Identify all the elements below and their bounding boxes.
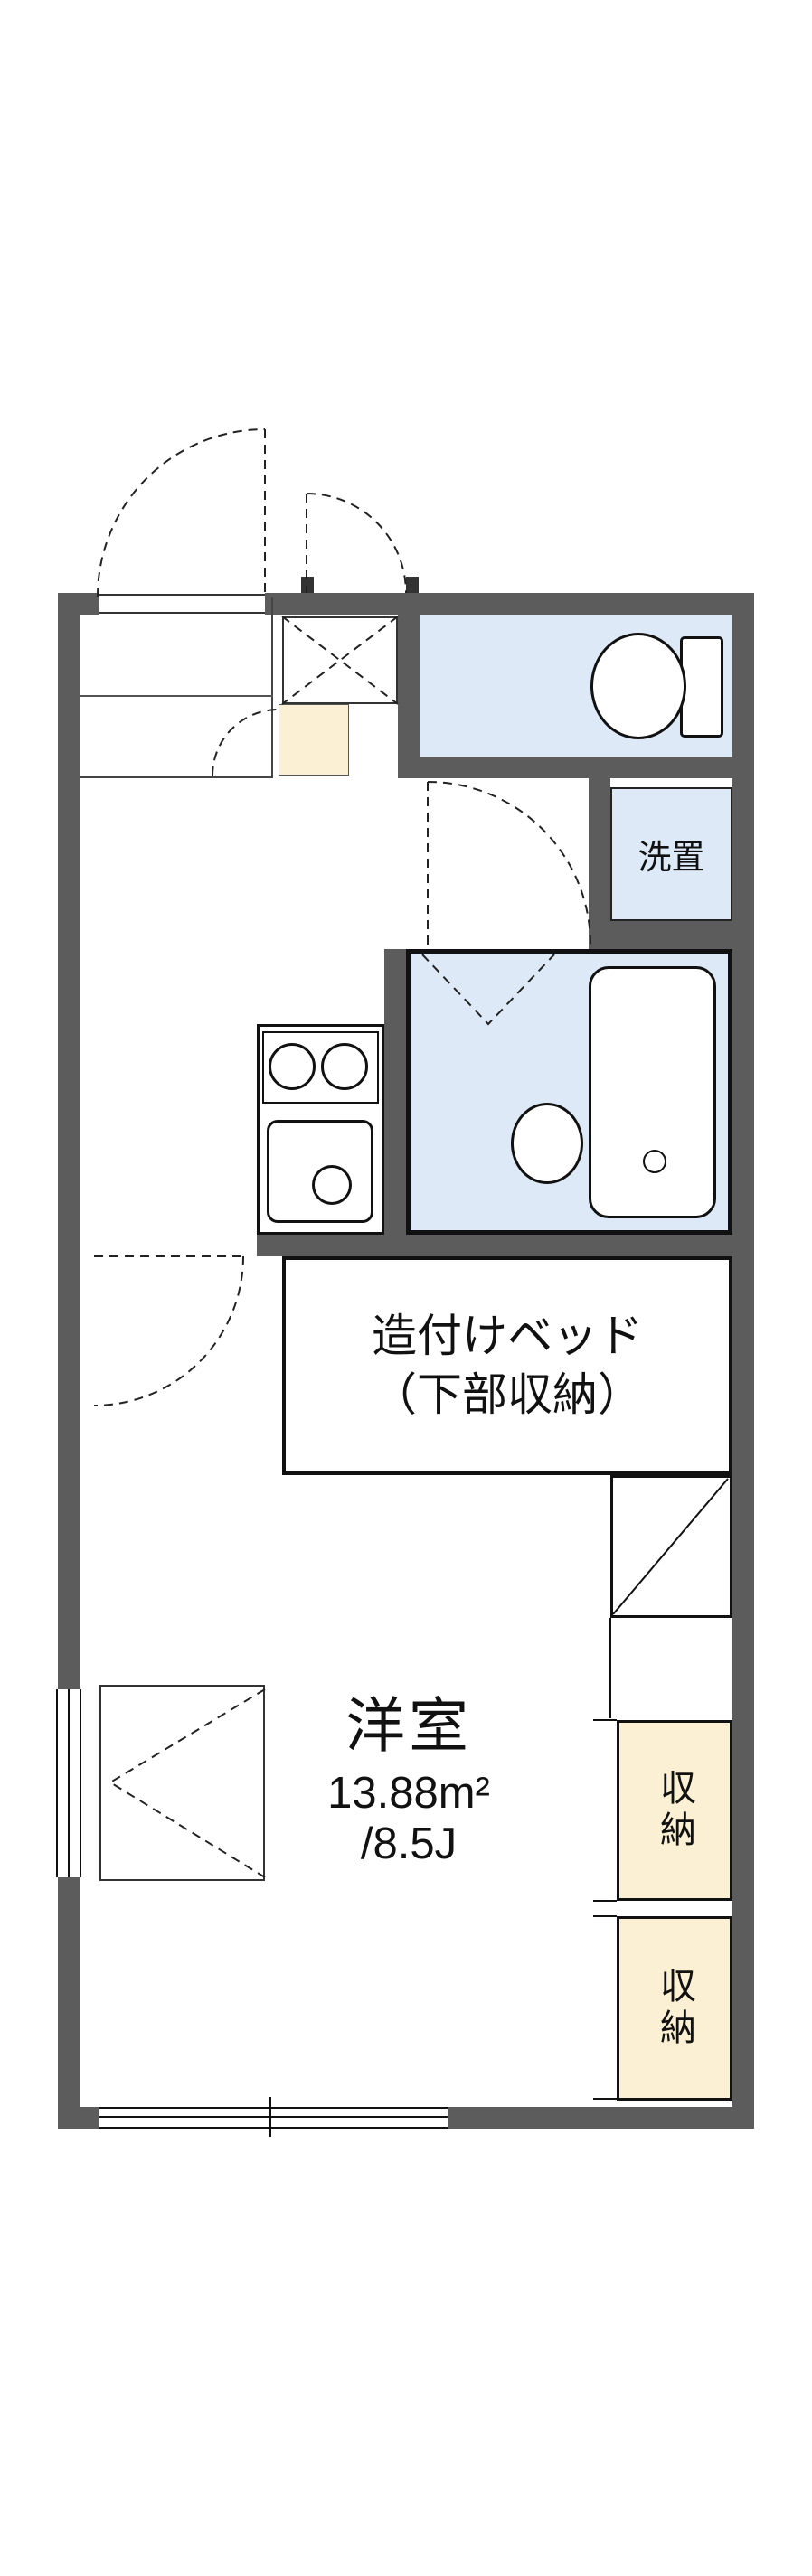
stove-burner-left [269, 1043, 316, 1090]
storage-lower-label: 収納 [655, 1967, 694, 2050]
bathtub-icon [589, 966, 716, 1218]
built-in-bed: 造付けベッド （下部収納） [282, 1256, 732, 1475]
shoe-closet [282, 616, 398, 704]
porch-jamb-left [301, 577, 314, 593]
storage-upper-label: 収納 [655, 1769, 694, 1852]
room-door-arc [93, 1255, 244, 1406]
entry-door-arc [97, 428, 266, 597]
sink-drain [312, 1165, 352, 1205]
storage-upper: 収納 [617, 1720, 732, 1901]
porch-door-arc [306, 493, 407, 594]
outer-wall-top [265, 593, 754, 615]
window-left-midline [68, 1689, 70, 1877]
window-bottom-midline [99, 2116, 448, 2118]
washer-label: 洗置 [637, 839, 705, 876]
washbasin-icon [511, 1103, 583, 1184]
storage-lower: 収納 [617, 1916, 732, 2101]
room-area-label: 13.88m² [327, 1769, 490, 1818]
washer-area [610, 787, 732, 921]
bathtub-drain [643, 1150, 666, 1173]
porch-jamb-right [406, 577, 419, 593]
outer-wall-left [58, 593, 80, 2129]
bathroom-door-arc [427, 781, 591, 945]
outer-wall-right [732, 593, 754, 2129]
entry-area [80, 597, 273, 778]
wall-above-bed [257, 1235, 754, 1256]
wall-below-toilet [398, 757, 754, 778]
wall-kitchen-bath-divider [384, 949, 406, 1256]
main-room-labels: 洋室 13.88m² /8.5J [137, 1678, 680, 1869]
entry-step-edge [80, 695, 273, 697]
window-bottom [99, 2107, 448, 2129]
room-name-label: 洋室 [345, 1692, 472, 1759]
toilet-bowl [590, 633, 686, 739]
stove-icon [262, 1031, 379, 1104]
stove-burner-right [321, 1043, 368, 1090]
entry-threshold-line-bottom [99, 612, 265, 614]
wall-entry-toilet-divider [398, 593, 420, 778]
entry-step [279, 704, 349, 776]
room-size-label: /8.5J [360, 1819, 458, 1868]
entry-threshold-line-top [99, 594, 265, 596]
wall-below-washer [589, 921, 754, 949]
bed-label-line2: （下部収納） [372, 1369, 643, 1420]
wall-left-of-washer [589, 778, 610, 949]
toilet-tank [680, 636, 723, 738]
appliance-space [610, 1475, 732, 1618]
bed-label-line1: 造付けベッド [372, 1311, 643, 1361]
